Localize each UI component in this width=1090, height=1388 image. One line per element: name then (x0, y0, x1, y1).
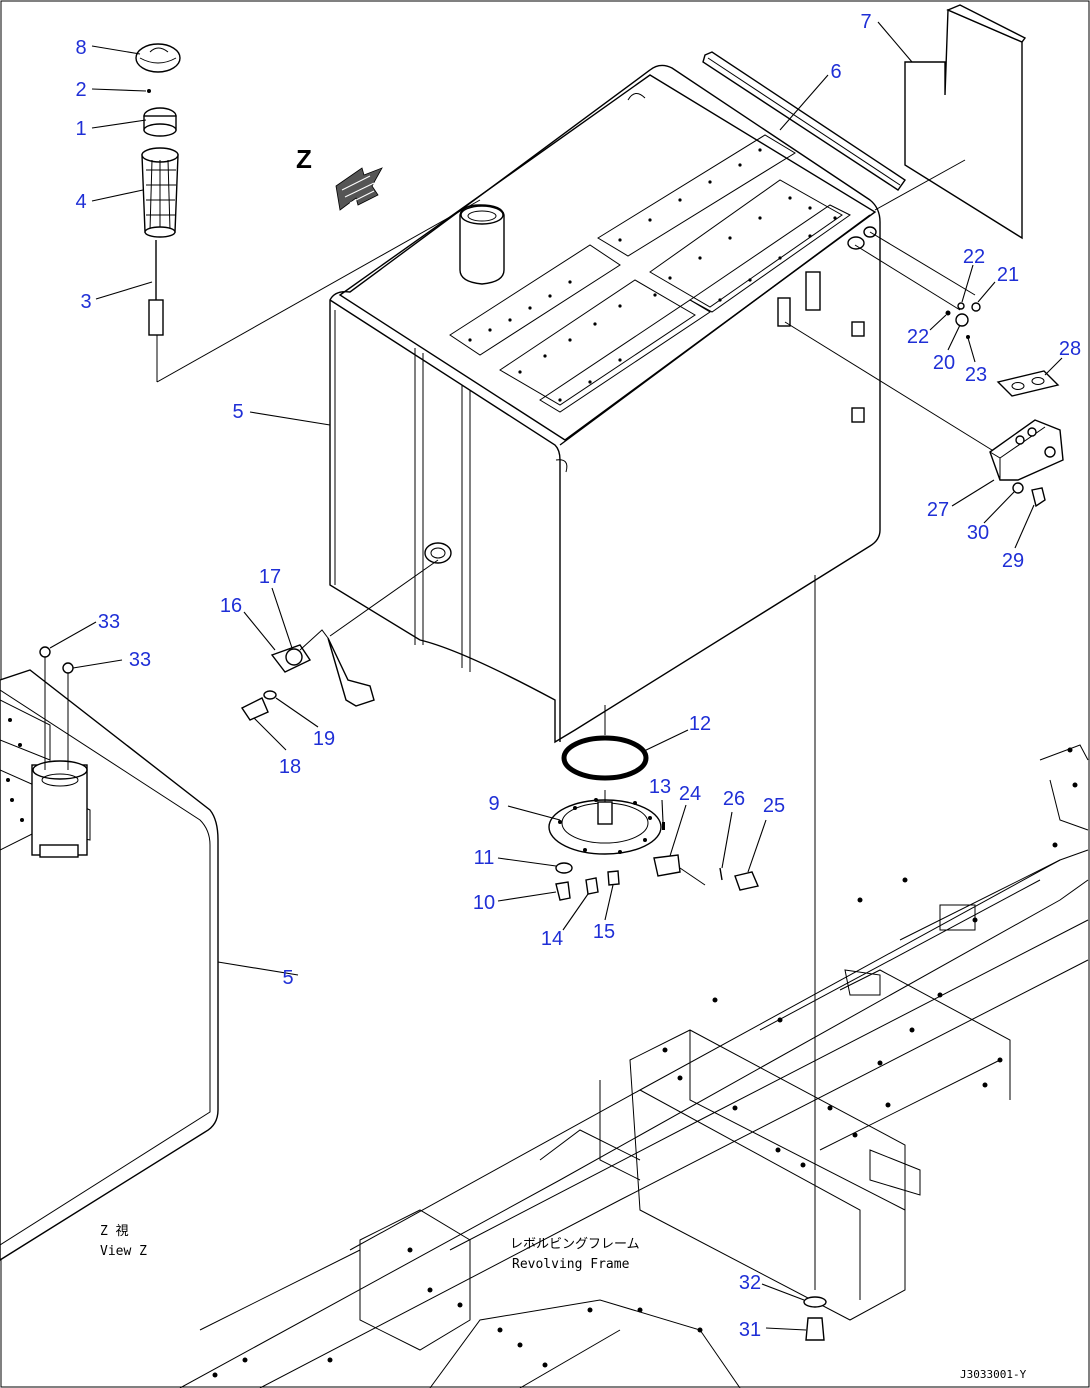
bolt-18 (240, 697, 269, 721)
callout-4: 4 (75, 191, 86, 213)
hydraulic-tank (329, 64, 881, 744)
callout-32: 32 (739, 1272, 761, 1294)
callout-26: 26 (723, 788, 745, 810)
pin-2 (147, 89, 151, 93)
z-marker-33b (62, 662, 74, 674)
callout-9: 9 (488, 793, 499, 815)
frame-label-jp: レボルビングフレーム (510, 1237, 640, 1252)
upper-right-parts (702, 4, 1027, 240)
frame-label-en: Revolving Frame (512, 1257, 630, 1272)
drain-valve (240, 559, 439, 721)
callout-22b: 22 (907, 326, 929, 348)
callout-31: 31 (739, 1319, 761, 1341)
z-view-caption-jp: Z 視 (100, 1224, 129, 1239)
view-z-label: Z (296, 144, 312, 174)
callout-30: 30 (967, 522, 989, 544)
pin-26 (719, 867, 723, 881)
revolving-frame (179, 744, 1089, 1388)
bolt-31 (805, 1317, 825, 1341)
plug-21 (971, 302, 981, 312)
callout-25: 25 (763, 795, 785, 817)
callout-24: 24 (679, 783, 701, 805)
connector-25 (734, 871, 759, 891)
callout-3: 3 (80, 291, 91, 313)
valve-17 (285, 648, 303, 666)
callout-17: 17 (259, 566, 281, 588)
callout-33a: 33 (98, 611, 120, 633)
callout-14: 14 (541, 928, 563, 950)
bracket-hardware (784, 231, 1064, 508)
callout-7: 7 (860, 11, 871, 33)
cap-8 (135, 43, 181, 73)
plate-28 (996, 370, 1060, 397)
pad-7 (904, 8, 1023, 240)
callout-16: 16 (220, 595, 242, 617)
callout-2: 2 (75, 79, 86, 101)
callout-33b: 33 (129, 649, 151, 671)
callout-5-viewz: 5 (282, 967, 293, 989)
callout-29: 29 (1002, 550, 1024, 572)
washer-32 (803, 1296, 827, 1308)
washer-30 (1012, 482, 1024, 494)
callout-27: 27 (927, 499, 949, 521)
callout-6: 6 (830, 61, 841, 83)
leader-lines (49, 21, 1063, 1331)
view-z-arrow: Z (296, 144, 383, 211)
callout-22a: 22 (963, 246, 985, 268)
plug-15 (607, 870, 620, 886)
sensor-24 (653, 854, 681, 877)
drawing-code: J3033001-Y (960, 1368, 1027, 1381)
callout-11: 11 (474, 847, 495, 869)
callout-13: 13 (649, 776, 671, 798)
callout-10: 10 (473, 892, 495, 914)
o-ring-12 (561, 735, 649, 781)
callout-23: 23 (965, 364, 987, 386)
z-view-caption-en: View Z (100, 1244, 147, 1259)
callouts: 8 2 1 4 3 5 5 6 7 9 10 11 12 13 14 15 16… (75, 11, 1081, 1341)
fitting-20 (955, 313, 969, 327)
callout-12: 12 (689, 713, 711, 735)
z-marker-33a (39, 646, 51, 658)
callout-21: 21 (997, 264, 1019, 286)
bolt-29 (1031, 487, 1046, 508)
pin-13 (662, 822, 665, 830)
callout-20: 20 (933, 352, 955, 374)
callout-1: 1 (75, 118, 86, 140)
plug-14 (585, 877, 599, 895)
callout-5-main: 5 (232, 401, 243, 423)
callout-18: 18 (279, 756, 301, 778)
callout-8: 8 (75, 37, 86, 59)
callout-28: 28 (1059, 338, 1081, 360)
view-z-tank (0, 646, 219, 1261)
callout-15: 15 (593, 921, 615, 943)
callout-19: 19 (313, 728, 335, 750)
filter-assembly (135, 43, 481, 383)
bolt-10 (555, 881, 571, 901)
bottom-plate-assembly (548, 575, 827, 1341)
washer-19 (263, 690, 277, 700)
washer-11 (555, 862, 573, 874)
